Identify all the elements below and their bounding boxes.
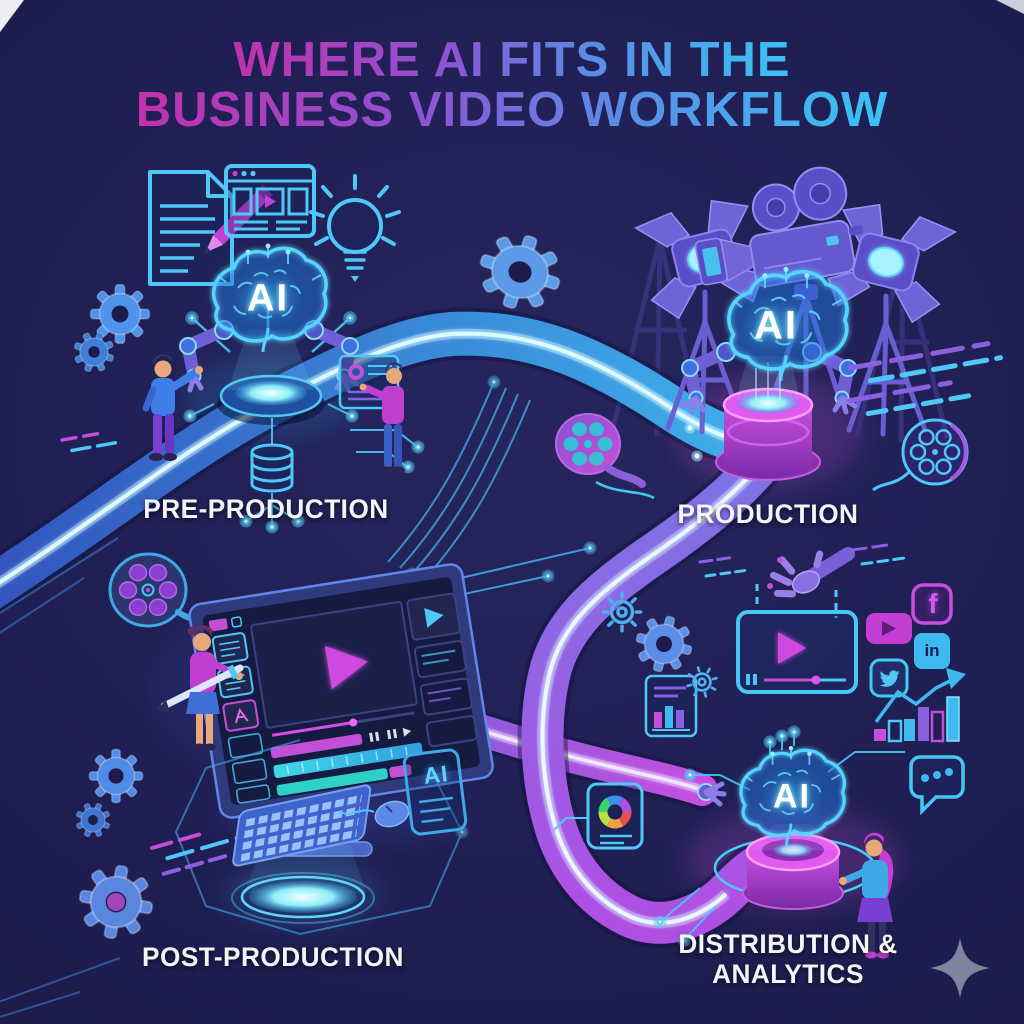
distribution-cluster bbox=[601, 542, 966, 959]
stage-label-distribution-line2: ANALYTICS bbox=[712, 959, 864, 990]
page-title: WHERE AI FITS IN THE BUSINESS VIDEO WORK… bbox=[0, 33, 1024, 137]
keyboard-icon bbox=[232, 784, 372, 867]
workflow-ribbon-production-to-distribution bbox=[517, 427, 795, 948]
editor-tool-rail bbox=[211, 632, 271, 804]
stage-label-distribution-line1: DISTRIBUTION & bbox=[678, 929, 898, 959]
linkedin-icon bbox=[914, 633, 950, 669]
ai-card-label: AI bbox=[421, 760, 450, 789]
person-pre-pointing bbox=[142, 354, 203, 461]
gear-icon-large bbox=[468, 223, 572, 321]
mouse-icon bbox=[339, 800, 410, 828]
speed-dash-lines-production bbox=[847, 341, 1003, 417]
ai-brain-label-pre: AI bbox=[247, 277, 289, 320]
mini-analytics-card bbox=[644, 674, 698, 738]
editor-person-pencil bbox=[156, 625, 244, 751]
sparkle-watermark-icon bbox=[930, 938, 990, 998]
magenta-pedestal bbox=[715, 387, 821, 481]
speed-dash-lines-post bbox=[150, 830, 247, 876]
stage-label-pre-production: PRE-PRODUCTION bbox=[143, 494, 389, 524]
ai-brain-label-distribution: AI bbox=[773, 777, 811, 816]
production-cluster bbox=[632, 166, 1003, 492]
film-reel-icon-post bbox=[108, 552, 223, 629]
storyboard-window-icon bbox=[224, 164, 316, 238]
gears-icon bbox=[67, 283, 151, 379]
ai-card bbox=[402, 748, 468, 836]
post-production-cluster bbox=[0, 541, 644, 1018]
youtube-icon bbox=[866, 613, 912, 644]
title-line-1: WHERE AI FITS IN THE bbox=[233, 33, 791, 87]
person-analyst bbox=[839, 832, 894, 959]
speed-dash-lines-pre bbox=[60, 431, 121, 453]
preview-pane bbox=[250, 600, 418, 737]
robot-claw-ribbon-end bbox=[697, 781, 727, 807]
video-player-icon bbox=[736, 610, 858, 694]
linkedin-icon-glyph: in bbox=[924, 641, 940, 660]
database-icon bbox=[250, 443, 294, 493]
hexagon-circuit bbox=[174, 739, 469, 936]
speed-dash-lines-dist bbox=[698, 542, 912, 578]
glow-platform-keyboard bbox=[231, 872, 375, 924]
corner-artifact-top-right bbox=[996, 0, 1024, 14]
studio-light-right bbox=[821, 197, 960, 437]
stage-label-distribution-analytics: DISTRIBUTION & ANALYTICS bbox=[633, 929, 943, 989]
color-wheel-card bbox=[553, 782, 644, 850]
film-reel-outline-icon bbox=[872, 418, 969, 492]
gears-icon-post bbox=[69, 748, 160, 946]
stage-label-post-production: POST-PRODUCTION bbox=[142, 942, 404, 972]
magenta-platform bbox=[713, 832, 877, 910]
robot-hand bbox=[755, 547, 855, 618]
side-panel bbox=[406, 592, 478, 748]
holo-platform bbox=[219, 374, 323, 418]
pre-production-cluster bbox=[60, 164, 425, 534]
script-document-icon bbox=[148, 170, 273, 286]
stage-label-production: PRODUCTION bbox=[677, 499, 859, 529]
growth-bar-chart-icon bbox=[874, 668, 966, 743]
facebook-icon bbox=[911, 583, 953, 625]
idea-lightbulb-icon bbox=[309, 174, 401, 282]
ai-brain-label-production: AI bbox=[754, 303, 798, 348]
color-wheel-icon bbox=[598, 795, 632, 829]
twitter-icon bbox=[869, 658, 909, 698]
holo-beam bbox=[228, 330, 314, 390]
chat-bubble-icon bbox=[909, 755, 965, 816]
workflow-ribbon-pre-to-production bbox=[0, 307, 798, 714]
corner-lines bbox=[0, 957, 121, 1018]
person-analytics-screen bbox=[359, 362, 405, 474]
film-reel-icon bbox=[555, 413, 655, 500]
title-line-2: BUSINESS VIDEO WORKFLOW bbox=[135, 82, 889, 137]
corner-artifact-top-left bbox=[0, 0, 24, 32]
circuit-arcs bbox=[387, 375, 531, 581]
facebook-icon-glyph: f bbox=[928, 588, 938, 619]
